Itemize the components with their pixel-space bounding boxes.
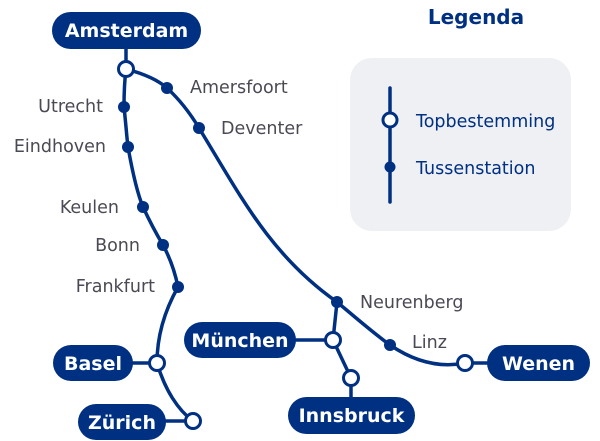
destination-amsterdam: Amsterdam [52,12,201,49]
station-dot-bonn [157,239,169,251]
station-dot-deventer [193,122,205,134]
station-dot-amersfoort [161,82,173,94]
hub-amsterdam [117,60,135,78]
hub-innsbruck [342,369,360,387]
label-eindhoven: Eindhoven [14,137,106,157]
destination-label: München [191,330,288,352]
destination-label: Amsterdam [65,20,188,42]
station-dot-keulen [137,201,149,213]
destination-innsbruck: Innsbruck [288,397,415,434]
legend-title: Legenda [428,5,524,29]
destination-zurich: Zürich [78,404,166,440]
label-frankfurt: Frankfurt [76,277,155,297]
station-dot-eindhoven [122,141,134,153]
label-deventer: Deventer [221,119,303,139]
station-dot-linz [384,339,396,351]
station-dot-neurenberg [331,296,343,308]
legend-item-tussenstation: Tussenstation [415,159,535,179]
legend-dot-icon [384,161,396,173]
hub-zurich [184,412,202,430]
destination-label: Zürich [88,412,156,434]
legend-item-topbestemming: Topbestemming [415,112,555,132]
legend-box [350,58,571,231]
label-neurenberg: Neurenberg [360,293,464,313]
legend-open-circle-icon [381,111,399,129]
label-bonn: Bonn [95,236,140,256]
label-utrecht: Utrecht [38,97,103,117]
destination-label: Wenen [502,353,575,375]
station-dot-frankfurt [172,281,184,293]
destination-label: Innsbruck [299,405,405,427]
destination-wenen: Wenen [487,345,590,381]
hub-wenen [456,354,474,372]
label-keulen: Keulen [60,198,119,218]
label-linz: Linz [412,333,447,353]
hub-basel [148,354,166,372]
destination-basel: Basel [53,345,133,381]
label-amersfoort: Amersfoort [190,78,288,98]
hub-munchen [324,331,342,349]
station-dot-utrecht [118,101,130,113]
destination-munchen: München [184,322,296,358]
destination-label: Basel [64,353,122,375]
